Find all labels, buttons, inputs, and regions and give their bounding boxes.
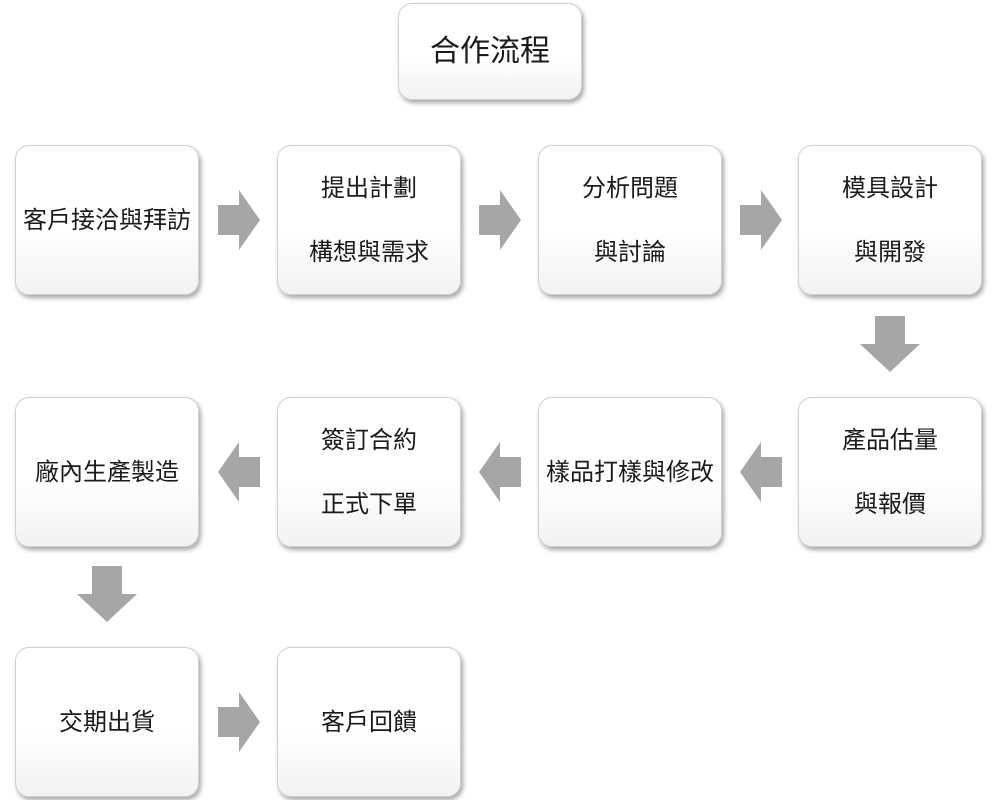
step-box-10: 客戶回饋 xyxy=(277,647,461,797)
arrow-down-icon xyxy=(860,316,920,372)
step-1-line-1: 客戶接洽與拜訪 xyxy=(23,206,191,234)
step-5-line-1: 產品估量 xyxy=(842,426,938,454)
step-box-4: 模具設計 與開發 xyxy=(798,145,982,295)
step-9-line-1: 交期出貨 xyxy=(59,708,155,736)
step-2-line-1: 提出計劃 xyxy=(321,174,417,202)
step-4-line-2: 與開發 xyxy=(854,238,926,266)
arrow-down-icon xyxy=(77,566,137,622)
step-box-9: 交期出貨 xyxy=(15,647,199,797)
arrow-right-icon xyxy=(218,190,260,250)
step-10-line-1: 客戶回饋 xyxy=(321,708,417,736)
step-box-8: 廠內生產製造 xyxy=(15,397,199,547)
arrow-left-icon xyxy=(479,442,521,502)
step-3-line-2: 與討論 xyxy=(594,238,666,266)
diagram-title: 合作流程 xyxy=(430,33,550,69)
step-6-line-1: 樣品打樣與修改 xyxy=(546,458,714,486)
step-box-7: 簽訂合約 正式下單 xyxy=(277,397,461,547)
step-box-6: 樣品打樣與修改 xyxy=(538,397,722,547)
step-7-line-1: 簽訂合約 xyxy=(321,426,417,454)
diagram-title-box: 合作流程 xyxy=(398,3,582,100)
step-box-1: 客戶接洽與拜訪 xyxy=(15,145,199,295)
step-box-3: 分析問題 與討論 xyxy=(538,145,722,295)
step-2-line-2: 構想與需求 xyxy=(309,238,429,266)
step-8-line-1: 廠內生產製造 xyxy=(35,458,179,486)
arrow-left-icon xyxy=(740,442,782,502)
arrow-left-icon xyxy=(218,442,260,502)
arrow-right-icon xyxy=(479,190,521,250)
step-box-5: 產品估量 與報價 xyxy=(798,397,982,547)
step-5-line-2: 與報價 xyxy=(854,490,926,518)
step-7-line-2: 正式下單 xyxy=(321,490,417,518)
arrow-right-icon xyxy=(740,190,782,250)
step-box-2: 提出計劃 構想與需求 xyxy=(277,145,461,295)
step-3-line-1: 分析問題 xyxy=(582,174,678,202)
step-4-line-1: 模具設計 xyxy=(842,174,938,202)
arrow-right-icon xyxy=(218,692,260,752)
